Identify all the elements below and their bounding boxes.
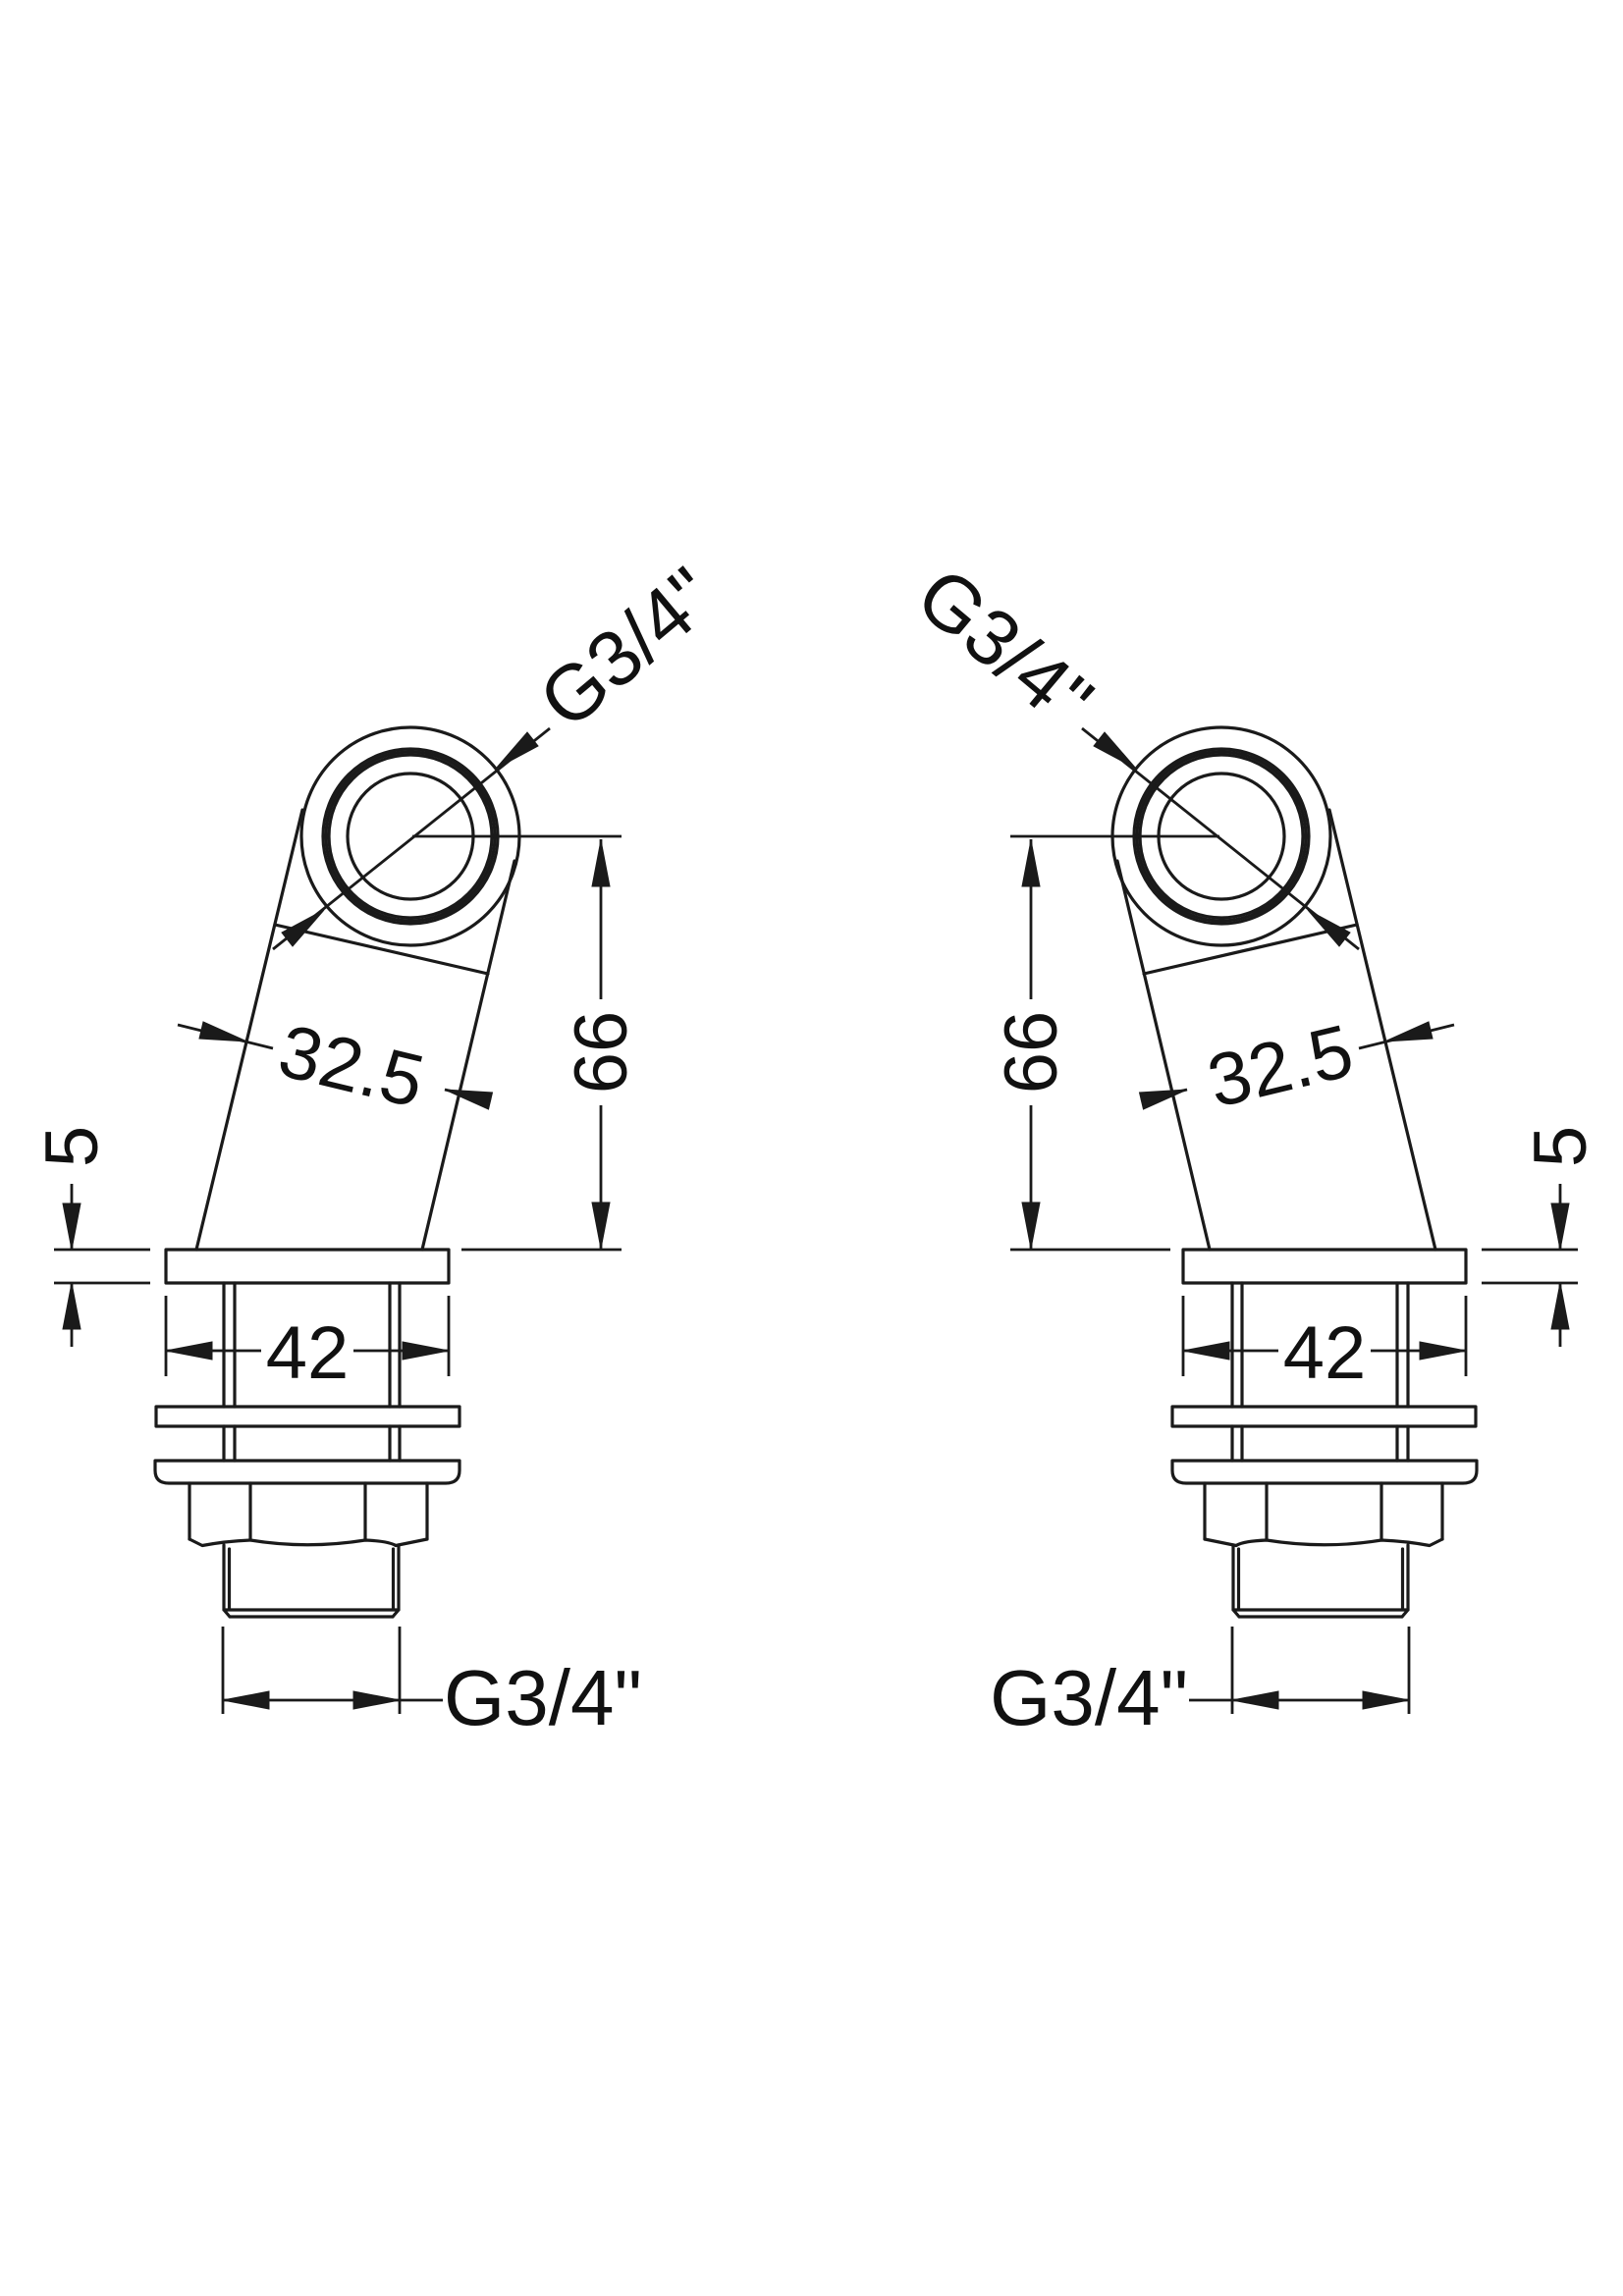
height-label-left: 66 [560, 1011, 643, 1095]
flange-thickness-label-left: 5 [30, 1126, 114, 1167]
outlet-thread-label-right: G3/4" [990, 1654, 1188, 1741]
body-width-label-left: 32.5 [271, 1009, 432, 1124]
fitting-view-left [52, 725, 623, 1716]
inlet-thread-label-left: G3/4" [523, 551, 731, 745]
inlet-thread-label-right: G3/4" [900, 551, 1109, 745]
flange-width-label-left: 42 [266, 1311, 350, 1395]
flange-width-label-right: 42 [1283, 1311, 1367, 1395]
fitting-view-right [1008, 725, 1580, 1716]
height-label-right: 66 [990, 1011, 1073, 1095]
flange-thickness-label-right: 5 [1519, 1126, 1602, 1167]
body-width-label-right: 32.5 [1200, 1009, 1361, 1124]
outlet-thread-label-left: G3/4" [444, 1654, 642, 1741]
